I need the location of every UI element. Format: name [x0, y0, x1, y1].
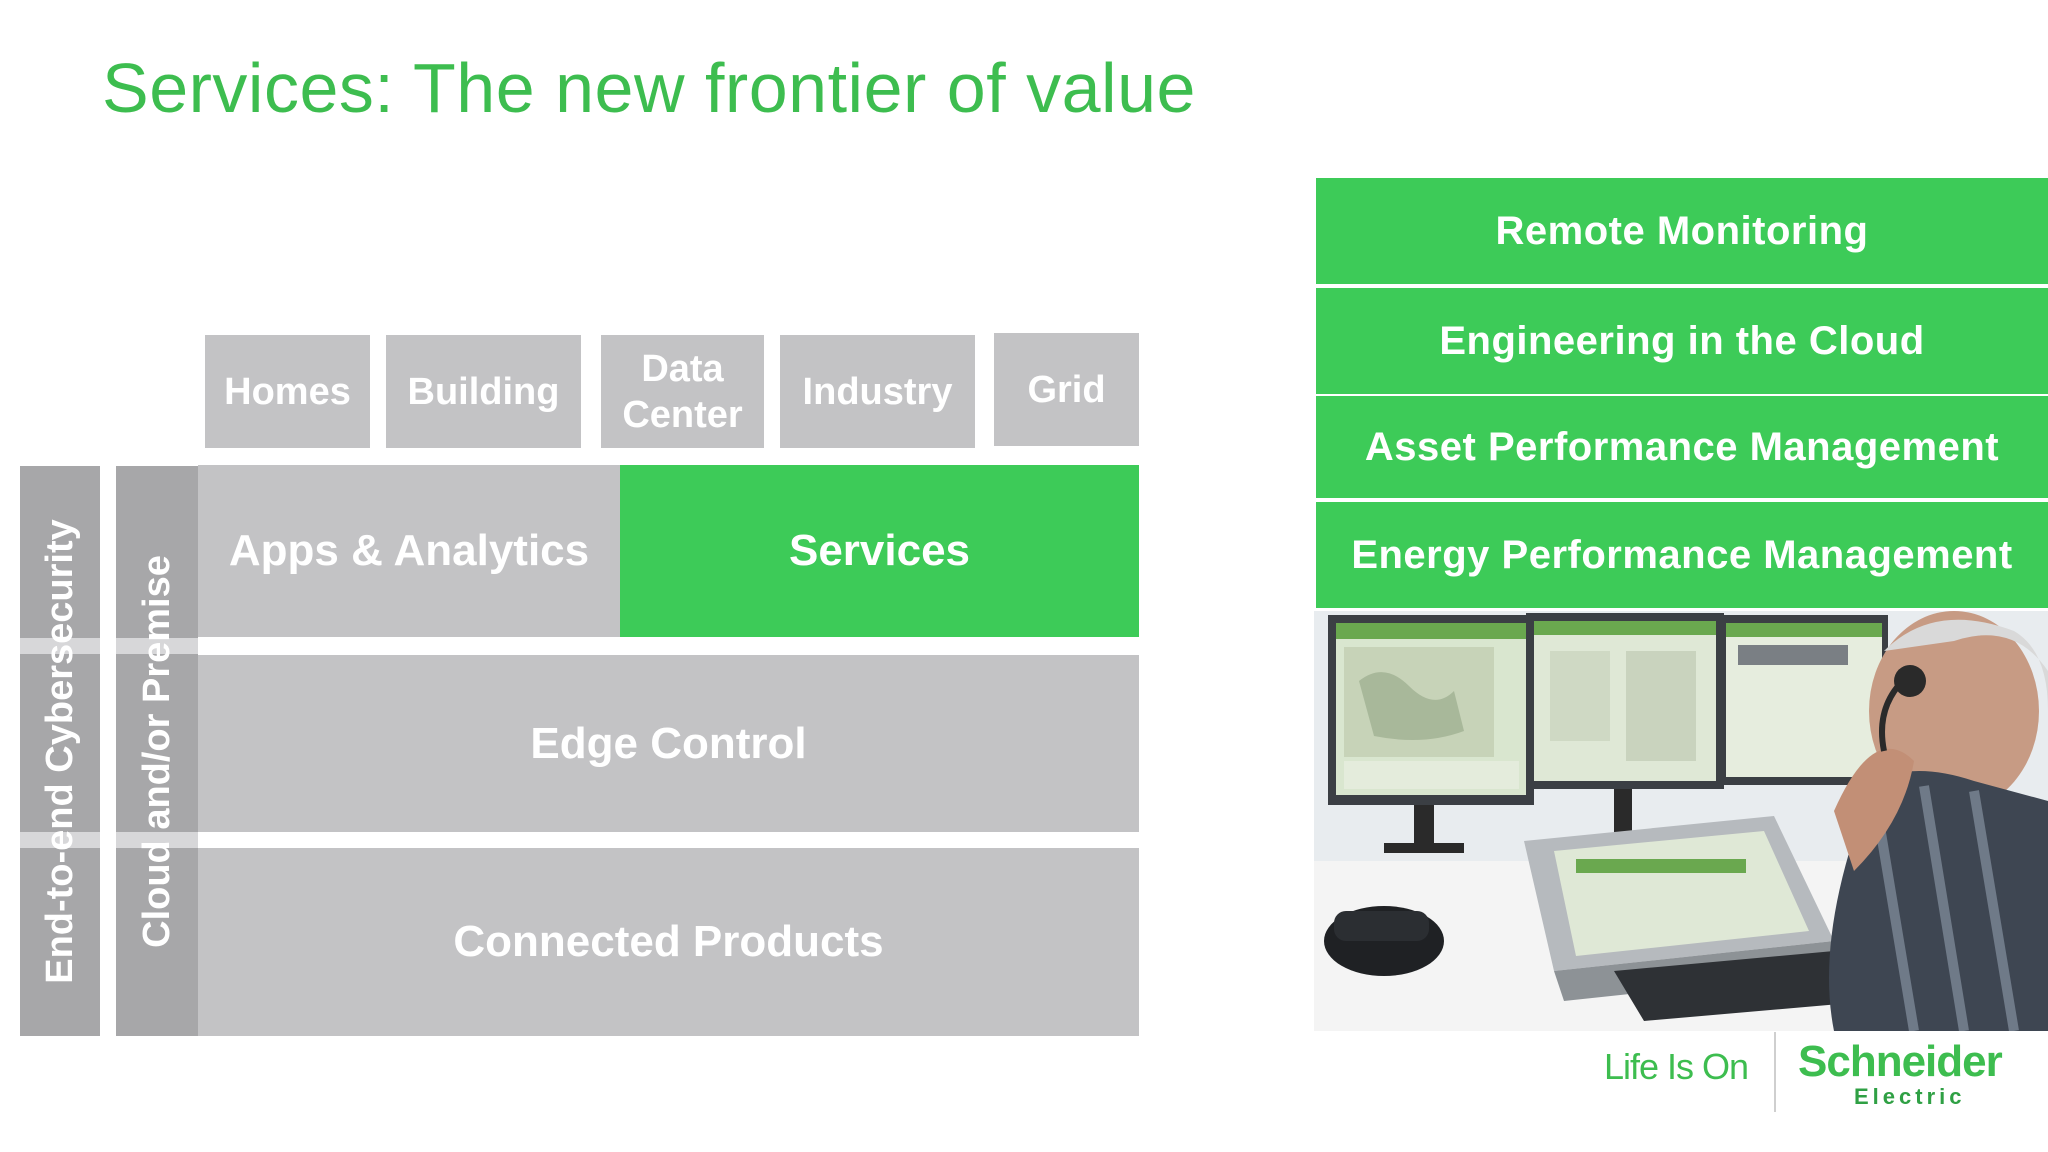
slide-title: Services: The new frontier of value — [102, 49, 1196, 127]
edge-control-block: Edge Control — [198, 655, 1139, 832]
bar-gap — [116, 832, 198, 848]
service-remote-monitoring: Remote Monitoring — [1316, 178, 2048, 284]
brand-name: Schneider — [1798, 1037, 2003, 1086]
brand-sub: Electric — [1854, 1084, 1966, 1109]
tile-industry: Industry — [780, 335, 975, 448]
operator-photo — [1314, 611, 2048, 1031]
service-engineering-cloud: Engineering in the Cloud — [1316, 288, 2048, 394]
service-energy-performance: Energy Performance Management — [1316, 502, 2048, 608]
tile-homes: Homes — [205, 335, 370, 448]
bar-gap — [20, 638, 100, 654]
life-is-on-tagline: Life Is On — [1604, 1046, 1749, 1087]
cloud-premise-label: Cloud and/or Premise — [135, 554, 178, 948]
cloud-premise-bar: Cloud and/or Premise — [116, 466, 198, 1036]
tile-data-center: Data Center — [601, 335, 764, 448]
service-asset-performance: Asset Performance Management — [1316, 396, 2048, 498]
bar-gap — [20, 832, 100, 848]
services-block: Services — [620, 465, 1139, 637]
tile-grid: Grid — [994, 333, 1139, 446]
cybersecurity-label: End-to-end Cybersecurity — [38, 518, 81, 984]
cybersecurity-bar: End-to-end Cybersecurity — [20, 466, 100, 1036]
tile-building: Building — [386, 335, 581, 448]
schneider-electric-logo: Schneider Electric — [1798, 1037, 2003, 1110]
footer-divider — [1774, 1032, 1776, 1112]
apps-analytics-block: Apps & Analytics — [198, 465, 620, 637]
bar-gap — [116, 638, 198, 654]
connected-products-block: Connected Products — [198, 848, 1139, 1036]
